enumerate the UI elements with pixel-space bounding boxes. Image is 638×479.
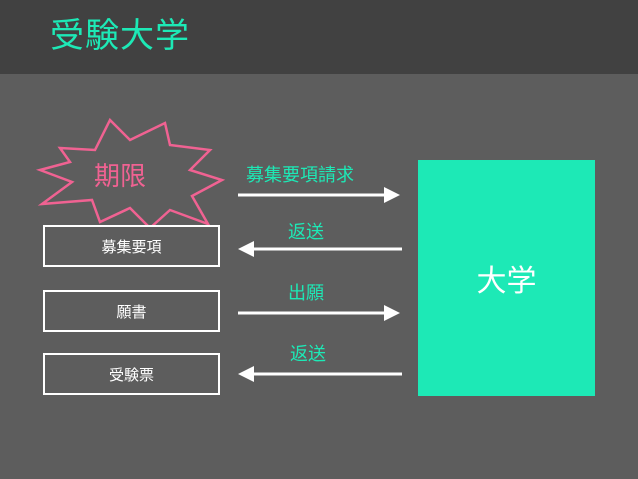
deadline-label: 期限 [94,162,147,192]
arrow-label-return-1: 返送 [288,222,324,243]
arrow-head-request [384,187,400,203]
university-label: 大学 [476,264,537,299]
document-box-guidelines: 募集要項 [43,225,220,267]
header-bar: 受験大学 [0,0,638,74]
document-label: 受験票 [108,365,154,384]
arrow-head-return-1 [238,241,254,257]
arrow-head-apply [384,305,400,321]
page-title: 受験大学 [50,16,190,56]
deadline-burst-shape [35,117,226,230]
arrow-label-return-2: 返送 [290,344,326,365]
document-label: 願書 [116,302,147,321]
university-box: 大学 [418,160,595,396]
arrow-label-apply: 出願 [288,283,324,304]
document-box-admission-ticket: 受験票 [43,353,220,395]
document-box-application: 願書 [43,290,220,332]
arrow-head-return-2 [238,366,254,382]
arrow-label-request: 募集要項請求 [246,165,354,186]
document-label: 募集要項 [101,237,162,256]
